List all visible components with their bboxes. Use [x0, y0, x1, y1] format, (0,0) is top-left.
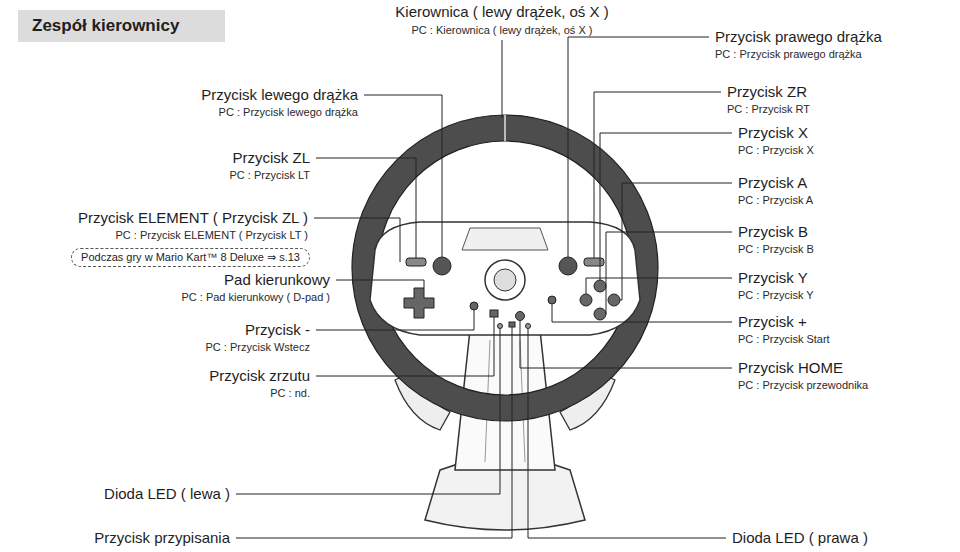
part-label: Pad kierunkowy [224, 271, 330, 288]
leader-line [236, 329, 500, 494]
leader-line [336, 280, 424, 288]
home-button [516, 312, 525, 321]
part-label: Dioda LED ( prawa ) [732, 529, 868, 546]
capture-button [490, 310, 498, 317]
note-text: Podczas gry w Mario Kart™ 8 Deluxe ⇒ s.1… [81, 251, 300, 264]
part-label: Przycisk ELEMENT ( Przycisk ZL ) [78, 209, 308, 226]
wheel-rim [365, 128, 645, 408]
pc-mapping-label: PC : Przycisk ELEMENT ( Przycisk LT ) [115, 229, 308, 242]
part-label: Przycisk ZR [727, 83, 807, 100]
leader-line [568, 37, 709, 257]
pc-mapping-label: PC : nd. [270, 387, 310, 400]
wheel-rim-edge [352, 115, 658, 421]
part-label: Przycisk B [738, 223, 808, 240]
part-label: Przycisk prawego drążka [715, 28, 882, 45]
leader-line [316, 317, 494, 376]
pc-mapping-label: PC : Przycisk LT [230, 169, 310, 182]
pc-mapping-label: PC : Przycisk prawego drążka [715, 48, 862, 61]
part-label: Przycisk ZL [232, 149, 310, 166]
pc-mapping-label: PC : Przycisk przewodnika [738, 379, 868, 392]
hub-top [462, 228, 548, 250]
pc-mapping-label: PC : Przycisk lewego drążka [219, 106, 358, 119]
zl-button [406, 258, 426, 266]
pc-mapping-label: PC : Przycisk Start [738, 333, 830, 346]
leader-line [520, 321, 732, 368]
hub-logo [494, 269, 516, 291]
d-pad [404, 288, 434, 318]
part-label: Przycisk A [738, 174, 807, 191]
part-label: Przycisk przypisania [94, 529, 230, 546]
leader-line [316, 310, 474, 330]
leader-line [600, 133, 732, 280]
leader-line [316, 158, 416, 258]
y-button [580, 294, 592, 306]
part-label: Przycisk X [738, 124, 808, 141]
part-label: Kierownica ( lewy drążek, oś X ) [395, 3, 608, 20]
part-label: Przycisk - [245, 321, 310, 338]
x-button [594, 280, 606, 292]
pc-mapping-label: PC : Przycisk Y [738, 289, 814, 302]
part-label: Przycisk + [738, 313, 807, 330]
leader-line [594, 92, 721, 258]
pc-mapping-label: PC : Przycisk A [738, 194, 813, 207]
part-label: Przycisk lewego drążka [201, 86, 358, 103]
zr-button [584, 258, 604, 266]
right-stick-button [559, 257, 577, 275]
b-button [594, 308, 606, 320]
section-heading-box: Zespół kierownicy [18, 10, 225, 42]
leader-line [620, 183, 732, 300]
minus-button [470, 302, 478, 310]
assign-button [509, 322, 515, 327]
leader-line [586, 278, 732, 294]
leader-line [606, 232, 732, 314]
leader-line [528, 329, 726, 538]
hub-logo [485, 260, 525, 300]
leader-line [502, 40, 503, 118]
part-label: Przycisk Y [738, 269, 808, 286]
pc-mapping-label: PC : Przycisk B [738, 243, 814, 256]
part-label: Przycisk HOME [738, 359, 843, 376]
leader-line [314, 218, 400, 262]
led-right [526, 324, 531, 329]
pc-mapping-label: PC : Przycisk RT [727, 103, 810, 116]
a-button [608, 294, 620, 306]
pc-mapping-label: PC : Pad kierunkowy ( D-pad ) [181, 291, 330, 304]
plus-button [548, 296, 556, 304]
part-label: Przycisk zrzutu [209, 367, 310, 384]
left-stick-button [433, 257, 451, 275]
note-box: Podczas gry w Mario Kart™ 8 Deluxe ⇒ s.1… [71, 248, 310, 267]
part-label: Dioda LED ( lewa ) [104, 485, 230, 502]
pc-mapping-label: PC : Kierownica ( lewy drążek, oś X ) [412, 24, 593, 37]
pc-mapping-label: PC : Przycisk Wstecz [205, 341, 310, 354]
rim-marker [504, 115, 506, 141]
leader-line [364, 95, 442, 257]
pc-mapping-label: PC : Przycisk X [738, 144, 814, 157]
leader-line [236, 327, 512, 538]
section-heading: Zespół kierownicy [32, 16, 179, 36]
led-left [498, 324, 503, 329]
leader-line [552, 304, 732, 322]
